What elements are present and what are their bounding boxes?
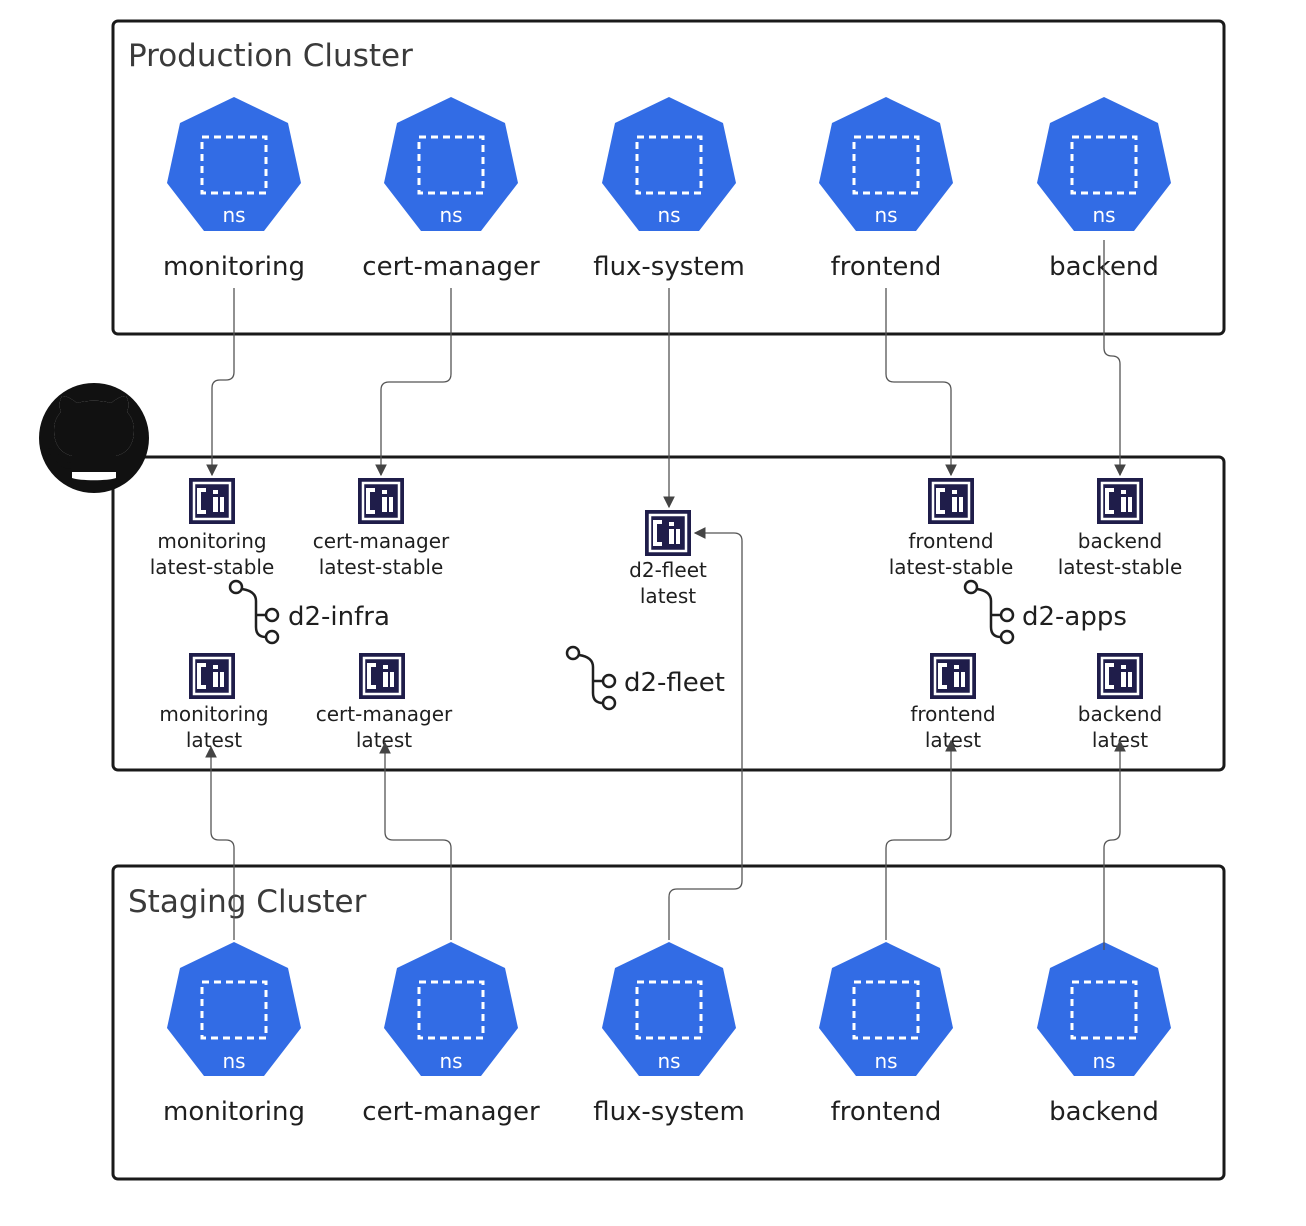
connector-prod-backend [1103,240,1126,477]
artifact-tag: latest [925,728,981,752]
connector-staging-flux-system [668,527,743,940]
git-branch-icon [228,579,280,645]
staging-ns-frontend[interactable]: ns frontend [817,940,955,1127]
ns-label: cert-manager [362,1097,540,1127]
ci-artifact-icon [928,651,978,701]
ns-label: cert-manager [362,252,540,282]
connector-prod-cert-manager [375,288,452,477]
artifact-name: backend [1078,702,1163,726]
ns-label: monitoring [163,1097,305,1127]
ns-badge: ns [657,1049,680,1073]
artifact-tag: latest-stable [1058,555,1183,579]
artifact-name: monitoring [157,529,266,553]
staging-cluster-title: Staging Cluster [128,884,367,920]
ns-badge: ns [1092,203,1115,227]
artifact-name: d2-fleet [629,558,707,582]
artifact-cert-manager-latest[interactable]: cert-manager latest [316,651,453,752]
ci-artifact-icon [356,476,406,526]
artifact-tag: latest-stable [889,555,1014,579]
branch-label: d2-apps [1022,602,1127,632]
artifact-name: cert-manager [313,529,450,553]
ns-label: frontend [831,252,942,282]
ci-artifact-icon [1095,651,1145,701]
artifact-d2-fleet-latest[interactable]: d2-fleet latest [629,508,707,608]
artifact-name: backend [1078,529,1163,553]
artifact-name: frontend [908,529,993,553]
ns-badge: ns [874,203,897,227]
ns-label: frontend [831,1097,942,1127]
ns-badge: ns [874,1049,897,1073]
artifact-backend-latest[interactable]: backend latest [1078,651,1163,752]
github-icon [39,383,149,493]
artifact-frontend-latest[interactable]: frontend latest [910,651,996,752]
staging-cluster-box [111,864,1226,1181]
artifact-name: monitoring [159,702,268,726]
connector-staging-cert-manager [379,741,452,940]
ci-artifact-icon [1095,476,1145,526]
ns-label: flux-system [593,252,745,282]
ns-badge: ns [222,1049,245,1073]
artifact-backend-latest-stable[interactable]: backend latest-stable [1058,476,1183,579]
staging-ns-backend[interactable]: ns backend [1035,940,1173,1127]
artifact-tag: latest [186,728,242,752]
ns-label: monitoring [163,252,305,282]
connector-prod-monitoring [206,288,235,477]
ns-label: backend [1049,1097,1159,1127]
staging-ns-flux-system[interactable]: ns flux-system [593,940,745,1127]
branch-d2-infra[interactable]: d2-infra [228,579,390,645]
artifact-tag: latest [640,584,696,608]
connector-staging-backend [1103,739,1126,950]
ns-badge: ns [439,203,462,227]
branch-d2-fleet[interactable]: d2-fleet [565,645,725,711]
git-branch-icon [565,645,617,711]
ci-artifact-icon [643,508,693,558]
ci-artifact-icon [187,476,237,526]
artifact-monitoring-latest-stable[interactable]: monitoring latest-stable [150,476,275,579]
branch-d2-apps[interactable]: d2-apps [963,579,1127,645]
artifact-cert-manager-latest-stable[interactable]: cert-manager latest-stable [313,476,450,579]
ns-label: flux-system [593,1097,745,1127]
production-ns-flux-system[interactable]: ns flux-system [593,95,745,282]
artifact-name: frontend [910,702,995,726]
ci-artifact-icon [926,476,976,526]
branch-label: d2-infra [288,602,390,632]
production-cluster-title: Production Cluster [128,38,413,74]
artifact-monitoring-latest[interactable]: monitoring latest [159,651,269,752]
artifact-frontend-latest-stable[interactable]: frontend latest-stable [889,476,1014,579]
production-ns-cert-manager[interactable]: ns cert-manager [362,95,540,282]
artifact-tag: latest [356,728,412,752]
connector-staging-frontend [885,739,957,940]
staging-ns-monitoring[interactable]: ns monitoring [163,940,305,1127]
ns-badge: ns [657,203,680,227]
artifact-name: cert-manager [316,702,453,726]
artifact-tag: latest-stable [150,555,275,579]
artifact-tag: latest-stable [319,555,444,579]
staging-ns-cert-manager[interactable]: ns cert-manager [362,940,540,1127]
ci-artifact-icon [357,651,407,701]
ns-badge: ns [222,203,245,227]
ns-badge: ns [1092,1049,1115,1073]
branch-label: d2-fleet [624,668,725,698]
ci-artifact-icon [187,651,237,701]
connector-prod-frontend [885,288,957,477]
git-branch-icon [963,579,1015,645]
connector-staging-monitoring [205,745,235,940]
ns-badge: ns [439,1049,462,1073]
production-ns-monitoring[interactable]: ns monitoring [163,95,305,282]
production-ns-frontend[interactable]: ns frontend [817,95,955,282]
